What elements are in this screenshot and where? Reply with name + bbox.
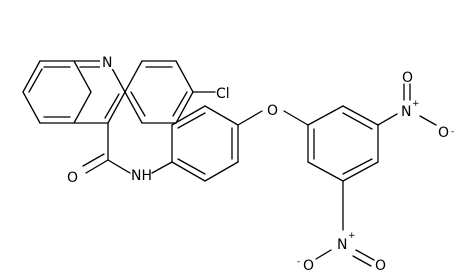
ether-oxygen-label: O	[267, 103, 278, 119]
quinoline-pyridine-ring	[73, 60, 126, 124]
nitro-bottom-plus-charge: +	[348, 231, 356, 241]
quinoline-benzo-ring	[22, 60, 92, 124]
amide-nh-label: NH	[131, 168, 152, 184]
carbonyl-oxygen-label: O	[67, 170, 78, 186]
nitro-bottom-nitrogen-label: N	[337, 237, 347, 253]
nitro-bottom-oxygen-double-label: O	[375, 258, 386, 274]
nitro-bottom-minus-charge: -	[297, 257, 300, 267]
phenylene-ring	[171, 105, 309, 182]
nitro-top-oxygen-double-label: O	[402, 70, 413, 86]
amide-group	[82, 122, 173, 174]
chlorophenyl-ring	[124, 60, 216, 124]
nitro-group-top	[377, 83, 437, 126]
nitro-top-minus-charge: -	[451, 127, 454, 137]
nitro-top-nitrogen-label: N	[401, 104, 411, 120]
chlorine-label: Cl	[216, 86, 230, 102]
nitro-top-oxygen-single-label: O	[438, 125, 449, 141]
nitro-bottom-oxygen-single-label: O	[303, 258, 314, 274]
nitro-group-bottom	[315, 180, 375, 267]
dinitrophenyl-ring	[307, 105, 379, 182]
nitro-top-plus-charge: +	[412, 99, 420, 109]
quinoline-nitrogen-label: N	[102, 55, 112, 71]
